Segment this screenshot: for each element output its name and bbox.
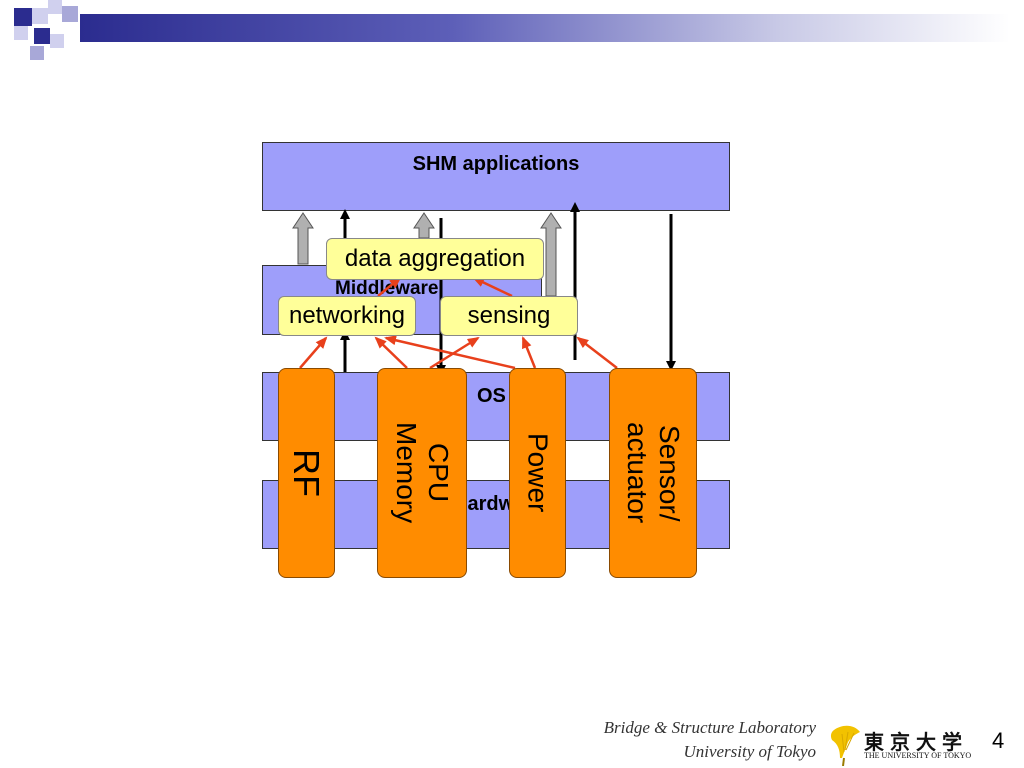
red-arrow-group (299, 276, 618, 370)
ginkgo-leaf-icon (830, 725, 860, 766)
footer-university: University of Tokyo (683, 742, 816, 761)
gray-arrow-group (292, 212, 562, 297)
footer-lab: Bridge & Structure Laboratory (603, 718, 816, 737)
red-arrow (576, 336, 618, 369)
red-arrow (374, 336, 408, 369)
layer-label: SHM applications (412, 153, 580, 175)
header-square (34, 28, 50, 44)
header-square (14, 26, 28, 40)
header-square (14, 8, 32, 26)
component-rf: RF (278, 368, 335, 578)
header-gradient-bar (80, 14, 1010, 42)
layer-label: OS (477, 385, 506, 407)
red-arrow (472, 276, 513, 298)
red-arrow (521, 336, 537, 369)
gray-arrow (540, 212, 562, 297)
red-arrow (377, 276, 402, 297)
header-square (50, 34, 64, 48)
module-data-aggregation: data aggregation (326, 238, 544, 280)
component-label: Power (522, 433, 554, 513)
header-square (62, 6, 78, 22)
logo-japanese-text: 東京大学 (864, 730, 968, 754)
module-networking: networking (278, 296, 416, 336)
component-label: RF (286, 449, 328, 497)
header-square (30, 46, 44, 60)
component-cpu-memory: CPU Memory (377, 368, 467, 578)
component-label: Sensor/ actuator (622, 422, 686, 524)
black-arrow-group (340, 202, 676, 375)
module-sensing: sensing (440, 296, 578, 336)
component-power: Power (509, 368, 566, 578)
header-square (48, 0, 62, 14)
red-arrow (384, 335, 516, 370)
header-square (32, 8, 48, 24)
layer-shm-applications: SHM applications (262, 142, 730, 211)
gray-arrow (292, 212, 314, 265)
red-arrow (299, 336, 328, 369)
component-label: CPU Memory (391, 422, 455, 524)
gray-arrow (413, 212, 435, 239)
component-sensor-actuator: Sensor/ actuator (609, 368, 697, 578)
page-number: 4 (992, 728, 1005, 753)
logo-english-text: THE UNIVERSITY OF TOKYO (864, 751, 972, 760)
